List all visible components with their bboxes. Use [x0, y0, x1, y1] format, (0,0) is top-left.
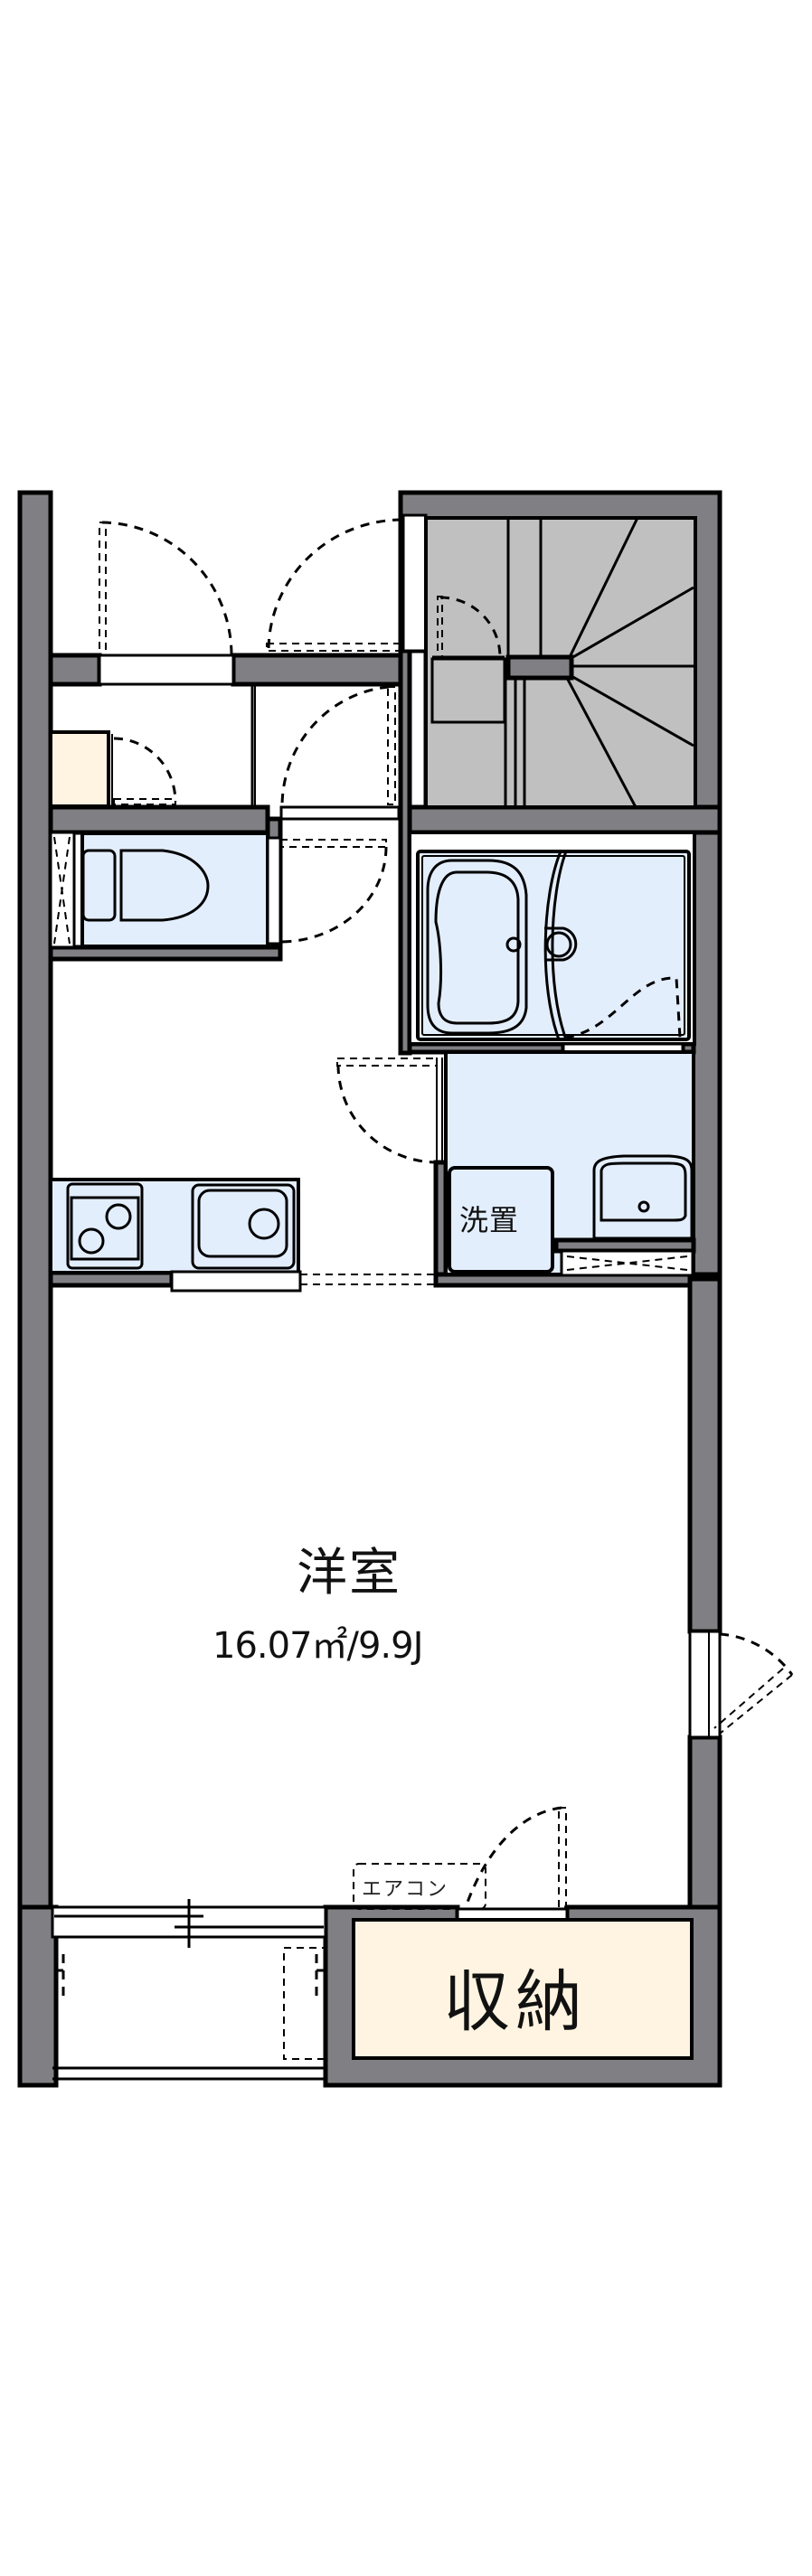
hall-door-threshold — [279, 805, 401, 821]
shoe-cabinet-door-leaf — [113, 798, 176, 805]
bath-drain-icon — [505, 936, 522, 953]
toilet-door-jamb — [266, 836, 282, 945]
washroom — [336, 1050, 696, 1277]
stove — [66, 1182, 144, 1270]
entrance-door-leaf — [99, 522, 107, 656]
washer-space — [448, 1166, 554, 1274]
closet-door-swing — [464, 1806, 562, 1908]
western-room — [49, 1285, 794, 1922]
bath-folding-door-swing — [564, 976, 682, 1039]
balcony — [51, 1899, 327, 2081]
air-conditioner-label: エアコン — [362, 1878, 449, 1901]
faucet-icon — [545, 931, 572, 958]
sliding-door-panel — [170, 1270, 302, 1293]
toilet-tank — [81, 849, 117, 922]
stair-newel — [505, 654, 574, 681]
kitchen-bottom-wall — [48, 1270, 175, 1288]
toilet-top-wall — [48, 804, 270, 835]
sink-drain-icon — [248, 1208, 280, 1240]
washroom-door-leaf — [336, 1058, 438, 1067]
entrance-threshold — [98, 653, 235, 686]
wash-basin-icon — [592, 1154, 694, 1240]
washroom-window — [560, 1249, 694, 1277]
entry-wall-left — [48, 653, 102, 687]
entry-hall — [49, 682, 401, 821]
side-door-swing — [719, 1632, 794, 1676]
entrance-door[interactable] — [98, 521, 235, 686]
kitchen-sink — [191, 1183, 296, 1270]
outdoor-ac-unit — [283, 1947, 326, 2060]
stair-access-door[interactable] — [266, 513, 428, 653]
toilet-door-swing — [279, 846, 388, 944]
washroom-window-sill — [553, 1237, 696, 1254]
bathtub-icon — [426, 859, 528, 1035]
closet-interior — [352, 1918, 694, 2060]
left-wall — [17, 490, 53, 2088]
side-door-frame — [688, 1630, 722, 1739]
right-wall-upper — [687, 1276, 722, 1634]
stair-door-jamb — [401, 513, 428, 653]
closet-door-leaf — [558, 1807, 567, 1908]
air-conditioner-box — [353, 1863, 486, 1910]
right-wall-lower — [687, 1735, 722, 1910]
bath-divider — [543, 851, 562, 1040]
hall-door-leaf — [387, 686, 396, 805]
washroom-door-swing — [336, 1064, 438, 1164]
bathroom — [408, 831, 696, 1054]
toilet-bowl-icon — [119, 849, 210, 922]
room-name-western: 洋室 — [297, 1544, 401, 1603]
entry-wall-right — [231, 653, 408, 687]
shoe-cabinet — [49, 730, 110, 808]
toilet-door-leaf — [279, 839, 387, 848]
spiral-staircase — [424, 516, 697, 809]
balcony-drain-left — [54, 1954, 65, 2002]
balcony-left-wall — [17, 1904, 59, 2088]
washer-space-label: 洗置 — [459, 1203, 520, 1237]
room-area-western: 16.07㎡/9.9J — [212, 1625, 423, 1667]
stair-door-swing — [267, 518, 402, 652]
under-stair-door-leaf — [437, 596, 443, 658]
burner-icon — [78, 1227, 105, 1255]
shoe-cabinet-door-swing — [113, 737, 177, 803]
basin-drain-icon — [637, 1200, 650, 1213]
under-stair-box — [430, 657, 506, 724]
toilet-window-mark — [53, 836, 71, 945]
entrance-door-swing — [101, 521, 233, 656]
kitchen — [49, 1178, 436, 1293]
room-name-closet: 収納 — [443, 1963, 588, 2041]
side-door-leaf — [713, 1668, 793, 1735]
toilet-bottom-wall — [48, 945, 283, 962]
stair-door-leaf — [266, 643, 401, 652]
under-stair-door-swing — [439, 596, 502, 658]
stair-bath-wall — [398, 804, 722, 835]
hall-door-swing — [280, 685, 390, 808]
toilet-room — [49, 831, 388, 949]
burner-icon — [105, 1203, 132, 1230]
